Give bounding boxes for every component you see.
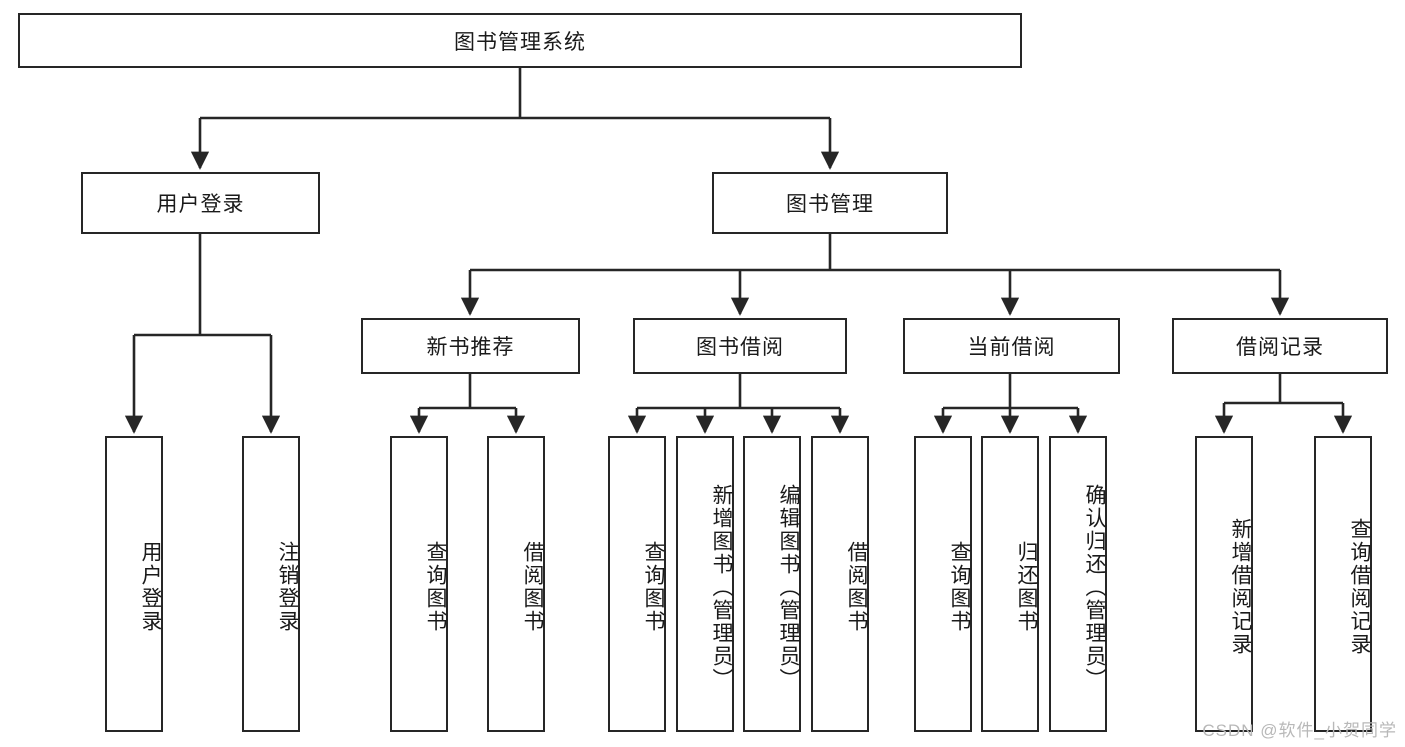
node-label: 编辑图书（管理员）: [777, 483, 800, 691]
node-label: 查询图书: [642, 541, 665, 633]
leaf-current-confirm-return-admin[interactable]: 确认归还（管理员）: [1049, 436, 1107, 732]
node-root-system[interactable]: 图书管理系统: [18, 13, 1022, 68]
node-borrow-record[interactable]: 借阅记录: [1172, 318, 1388, 374]
node-label: 注销登录: [276, 541, 299, 633]
node-current-borrow[interactable]: 当前借阅: [903, 318, 1120, 374]
leaf-borrow-add-book-admin[interactable]: 新增图书（管理员）: [676, 436, 734, 732]
node-label: 图书管理系统: [454, 30, 586, 54]
leaf-recommend-query-book[interactable]: 查询图书: [390, 436, 448, 732]
node-label: 用户登录: [139, 541, 162, 633]
node-book-management-group[interactable]: 图书管理: [712, 172, 948, 234]
leaf-user-logout[interactable]: 注销登录: [242, 436, 300, 732]
node-label: 图书借阅: [696, 336, 784, 359]
node-label: 查询图书: [948, 541, 971, 633]
node-label: 归还图书: [1015, 541, 1038, 633]
node-label: 确认归还（管理员）: [1083, 483, 1106, 691]
leaf-borrow-edit-book-admin[interactable]: 编辑图书（管理员）: [743, 436, 801, 732]
node-label: 新增图书（管理员）: [710, 483, 733, 691]
node-label: 借阅图书: [845, 541, 868, 633]
leaf-record-query-record[interactable]: 查询借阅记录: [1314, 436, 1372, 732]
node-label: 借阅图书: [521, 541, 544, 633]
leaf-record-add-record[interactable]: 新增借阅记录: [1195, 436, 1253, 732]
node-label: 新书推荐: [426, 336, 515, 359]
leaf-current-query-book[interactable]: 查询图书: [914, 436, 972, 732]
node-user-login-group[interactable]: 用户登录: [81, 172, 320, 234]
node-label: 查询图书: [424, 541, 447, 633]
leaf-user-login[interactable]: 用户登录: [105, 436, 163, 732]
leaf-current-return-book[interactable]: 归还图书: [981, 436, 1039, 732]
node-label: 图书管理: [786, 193, 874, 216]
node-label: 借阅记录: [1236, 336, 1324, 359]
leaf-borrow-borrow-book[interactable]: 借阅图书: [811, 436, 869, 732]
node-label: 用户登录: [156, 193, 245, 216]
leaf-recommend-borrow-book[interactable]: 借阅图书: [487, 436, 545, 732]
node-label: 查询借阅记录: [1348, 518, 1371, 656]
leaf-borrow-query-book[interactable]: 查询图书: [608, 436, 666, 732]
node-book-borrow[interactable]: 图书借阅: [633, 318, 847, 374]
node-label: 当前借阅: [967, 336, 1056, 359]
node-new-book-recommend[interactable]: 新书推荐: [361, 318, 580, 374]
node-label: 新增借阅记录: [1229, 518, 1252, 656]
